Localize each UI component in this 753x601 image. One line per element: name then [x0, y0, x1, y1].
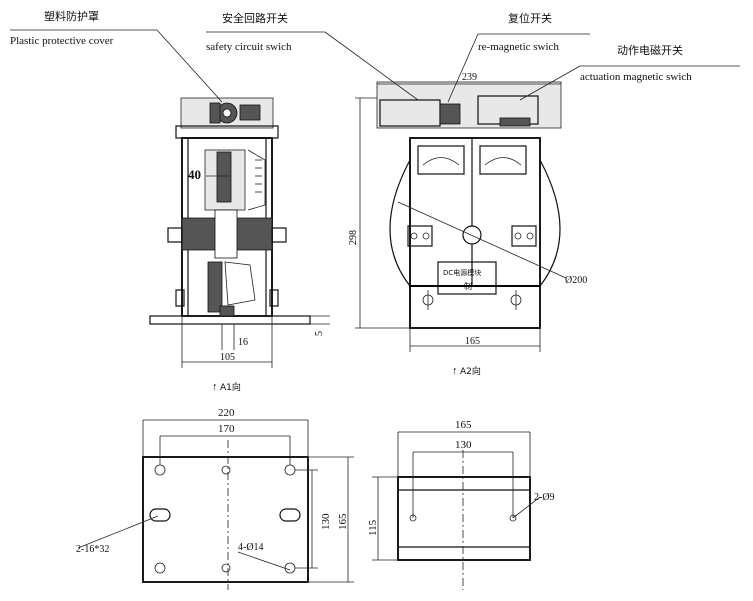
dim-130-left: 130 — [320, 513, 332, 530]
dim-holes: 4-Ø14 — [238, 542, 264, 553]
dim-298: 298 — [348, 230, 359, 245]
callout-safety-switch-en: safety circuit swich — [206, 41, 292, 53]
callout-actuation-switch-en: actuation magnetic swich — [580, 71, 692, 83]
callout-reset-switch-en: re-magnetic swich — [478, 41, 559, 53]
dim-130-right: 130 — [455, 439, 472, 451]
callout-safety-switch-cn: 安全回路开关 — [222, 11, 288, 25]
side-view: 40 5 16 105 ↑ A1向 — [149, 97, 330, 393]
dim-220: 220 — [218, 407, 235, 419]
callouts: 塑料防护罩 Plastic protective cover 安全回路开关 sa… — [10, 9, 740, 103]
dim-165-left: 165 — [337, 513, 349, 530]
callout-reset-switch-cn: 复位开关 — [508, 11, 552, 25]
dim-115: 115 — [367, 519, 379, 536]
dim-5: 5 — [314, 331, 325, 336]
view-a1-arrow: ↑ — [212, 381, 218, 393]
dim-holes-right: 2-Ø9 — [534, 492, 555, 503]
view-a1-label: A1向 — [220, 381, 241, 393]
dim-slot: 2-16*32 — [76, 544, 109, 555]
dim-16: 16 — [238, 337, 248, 348]
dim-170: 170 — [218, 423, 235, 435]
callout-plastic-cover-en: Plastic protective cover — [10, 35, 114, 47]
dim-40: 40 — [188, 167, 201, 182]
view-a2-arrow: ↑ — [452, 365, 458, 377]
dim-165-front: 165 — [465, 336, 480, 347]
view-a2-label: A2向 — [460, 365, 481, 377]
front-view: 239 DC电源模块 制 Ø200 — [348, 72, 587, 377]
base-plate-220: 220 170 130 165 2-16*32 4-Ø14 — [76, 407, 354, 590]
dim-239: 239 — [462, 72, 477, 83]
dim-165-right: 165 — [455, 419, 472, 431]
callout-plastic-cover-cn: 塑料防护罩 — [44, 9, 99, 23]
callout-actuation-switch-cn: 动作电磁开关 — [617, 43, 683, 57]
front-plate-text: DC电源模块 — [443, 268, 481, 277]
dim-105: 105 — [220, 352, 235, 363]
dim-200: Ø200 — [565, 275, 587, 286]
base-plate-165: 165 130 115 2-Ø9 — [367, 419, 555, 590]
